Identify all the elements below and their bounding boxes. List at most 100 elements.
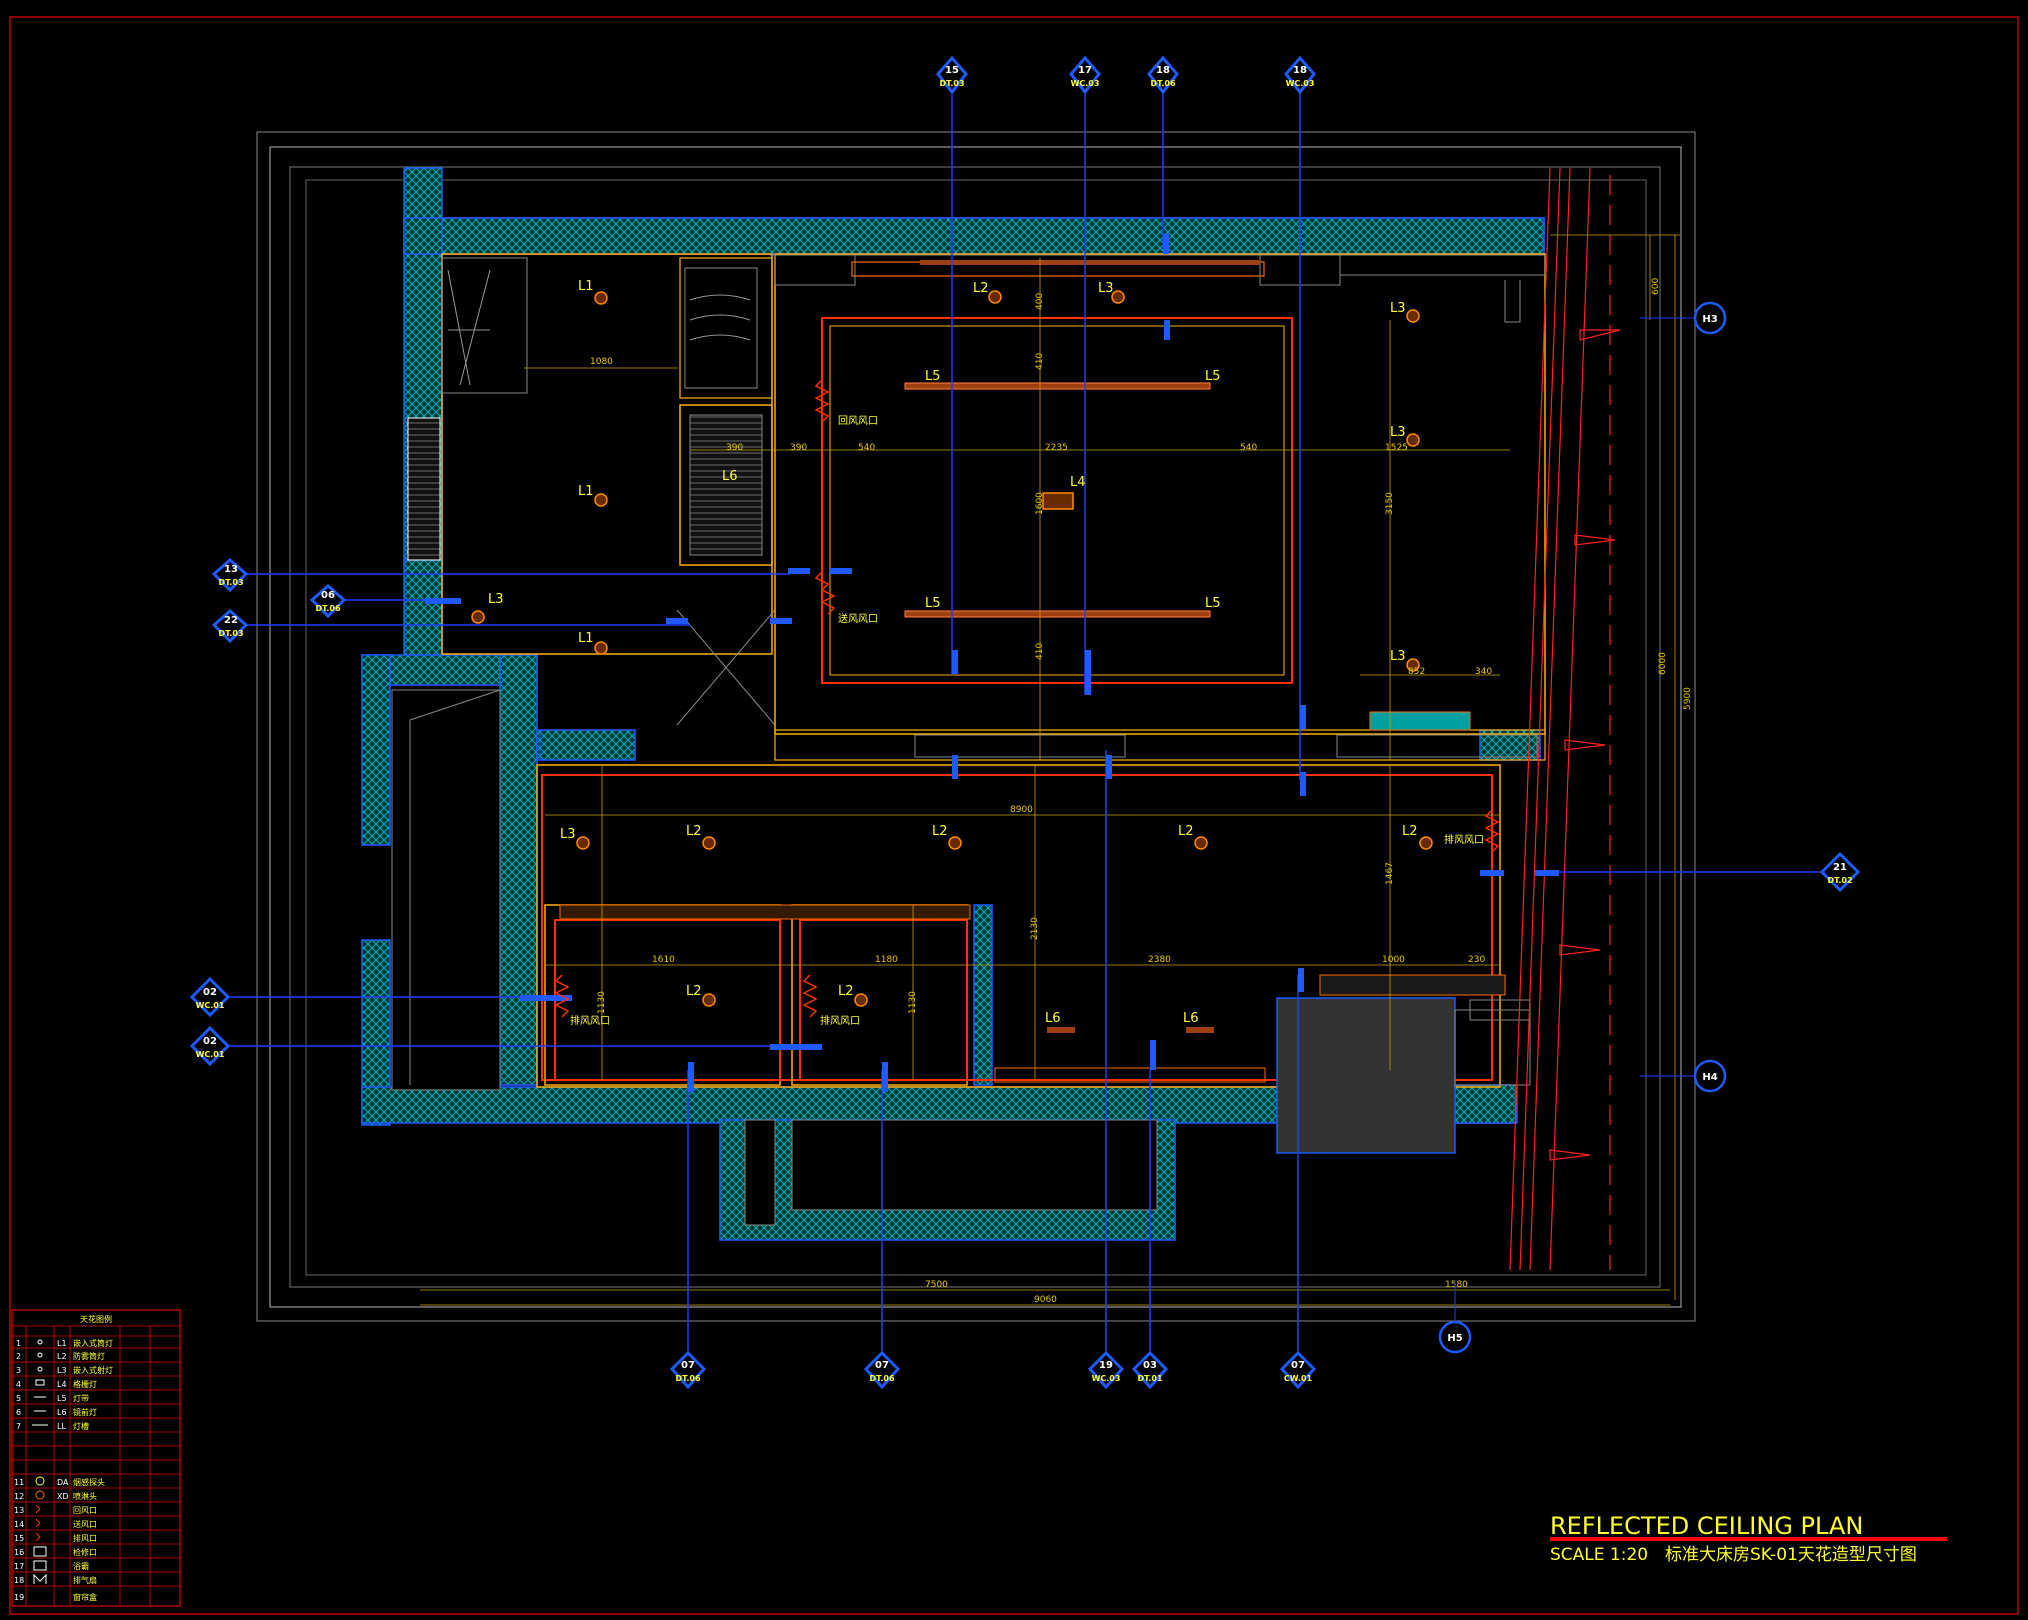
section-tag-bottom-4[interactable]: 03 DT.01 (1131, 1350, 1169, 1390)
legend-row-name: 烟感探头 (73, 1477, 105, 1487)
section-tag-bottom-3[interactable]: 19 WC.03 (1087, 1350, 1125, 1390)
walls (361, 167, 1545, 1241)
label-l2-e: L2 (1402, 824, 1418, 839)
legend-row-no: 13 (14, 1506, 24, 1515)
section-tag-left-5[interactable]: 02 WC.01 (189, 1025, 231, 1067)
section-tag-left-2[interactable]: 06 DT.06 (309, 584, 347, 619)
section-tag-left-4[interactable]: 02 WC.01 (189, 976, 231, 1018)
legend-row-no: 18 (14, 1576, 24, 1585)
legend-row-name: 防雾筒灯 (73, 1351, 105, 1361)
dim-410-b: 410 (1035, 643, 1045, 660)
section-tag-bottom-5[interactable]: 07 CW.01 (1279, 1350, 1317, 1390)
dim-540-b: 540 (1240, 443, 1257, 453)
tag-num: 22 (224, 615, 238, 626)
label-l5-a: L5 (925, 369, 941, 384)
tag-ref: DT.03 (218, 629, 243, 638)
grid-bubble-h4[interactable] (1693, 1059, 1727, 1093)
section-tag-right-1[interactable]: 21 DT.02 (1819, 851, 1861, 893)
label-l3-b: L3 (1390, 301, 1406, 316)
dim-540-a: 540 (858, 443, 875, 453)
legend-row-name: 回风口 (73, 1506, 97, 1515)
label-l6-c: L6 (1183, 1011, 1199, 1026)
section-tag-top-4[interactable]: 18 WC.03 (1284, 55, 1316, 95)
legend-row-no: 11 (14, 1478, 24, 1487)
legend-row-no: 12 (14, 1492, 24, 1501)
tag-ref: DT.03 (218, 578, 243, 587)
section-tag-left-1[interactable]: 13 DT.03 (211, 558, 249, 593)
label-l2-a: L2 (973, 281, 989, 296)
tag-ref: DT.06 (315, 604, 340, 613)
section-tag-left-3[interactable]: 22 DT.03 (211, 609, 249, 644)
legend-row-name: 浴霸 (73, 1561, 89, 1571)
tag-ref: DT.06 (1150, 79, 1175, 88)
dim-1467: 1467 (1385, 862, 1395, 885)
legend-row-no: 15 (14, 1534, 24, 1543)
legend-row-name: 嵌入式射灯 (73, 1365, 113, 1375)
legend-row-no: 14 (14, 1520, 24, 1529)
legend-row-name: 窗帘盒 (73, 1592, 97, 1602)
tag-ref: DT.01 (1137, 1374, 1162, 1383)
grid-bubble-label: H4 (1702, 1072, 1717, 1083)
label-l5-b: L5 (1205, 369, 1221, 384)
legend-row-name: 喷淋头 (73, 1491, 97, 1501)
section-tags-left: 13 DT.03 06 DT.06 22 DT.03 02 WC.01 02 W… (189, 558, 347, 1067)
tag-ref: WC.01 (196, 1050, 225, 1059)
dim-1600: 1600 (1035, 492, 1045, 515)
tag-ref: WC.03 (1286, 79, 1315, 88)
label-l2-c: L2 (932, 824, 948, 839)
tag-num: 02 (203, 987, 217, 998)
tag-num: 02 (203, 1036, 217, 1047)
legend-row-code: XD (57, 1492, 69, 1501)
legend-row-no: 17 (14, 1562, 24, 1571)
dim-5900: 5900 (1683, 687, 1693, 710)
l5-strip-lights (904, 260, 1260, 618)
section-tag-top-3[interactable]: 18 DT.06 (1147, 55, 1179, 95)
tag-num: 18 (1293, 65, 1307, 76)
dim-600: 600 (1651, 278, 1661, 295)
legend-row-code: DA (57, 1478, 69, 1487)
legend-row-no: 7 (16, 1422, 21, 1431)
dim-3150: 3150 (1385, 492, 1395, 515)
tag-num: 07 (1291, 1360, 1305, 1371)
section-tags-bottom: 07 DT.06 07 DT.06 19 WC.03 03 DT.01 07 C… (669, 1350, 1317, 1390)
room-outlines (441, 253, 1546, 1154)
exterior-window (1509, 167, 1621, 1271)
section-tag-bottom-1[interactable]: 07 DT.06 (669, 1350, 707, 1390)
grid-bubble-h3[interactable] (1693, 301, 1727, 335)
legend-row-name: 检修口 (73, 1547, 97, 1557)
legend-row-no: 19 (14, 1593, 24, 1602)
section-tag-top-2[interactable]: 17 WC.03 (1069, 55, 1101, 95)
legend-row-code: L5 (57, 1394, 67, 1403)
legend-row-no: 3 (16, 1366, 21, 1375)
label-l5-c: L5 (925, 596, 941, 611)
tag-num: 06 (321, 590, 335, 601)
legend-row-name: 排风口 (73, 1533, 97, 1543)
section-tag-bottom-2[interactable]: 07 DT.06 (863, 1350, 901, 1390)
tag-ref: WC.03 (1092, 1374, 1121, 1383)
drawing-title: REFLECTED CEILING PLAN (1550, 1512, 1863, 1540)
legend-table: 天花图例 (11, 1309, 181, 1607)
tag-num: 13 (224, 564, 238, 575)
note-exhaust-c: 排风风口 (820, 1014, 860, 1027)
tag-num: 21 (1833, 862, 1847, 873)
light-labels: L1 L1 L1 L2 L3 L3 L3 L3 L3 L3 L5 L5 L5 L… (488, 279, 1418, 1026)
legend-row-no: 2 (16, 1352, 21, 1361)
note-exhaust-a: 排风风口 (1444, 833, 1484, 846)
section-tag-top-1[interactable]: 15 DT.03 (936, 55, 968, 95)
dim-1130-b: 1130 (908, 991, 918, 1014)
dim-1180: 1180 (875, 955, 898, 965)
label-l2-g: L2 (838, 984, 854, 999)
tag-num: 03 (1143, 1360, 1157, 1371)
label-l3-e: L3 (488, 592, 504, 607)
legend-row-name: 排气扇 (73, 1575, 97, 1585)
dim-400: 400 (1035, 293, 1045, 310)
label-l4: L4 (1070, 475, 1086, 490)
note-supply-air: 送风风口 (838, 612, 878, 625)
grid-bubble-h5[interactable] (1438, 1320, 1472, 1354)
legend-row-name: 嵌入式筒灯 (73, 1338, 113, 1348)
dim-852: 852 (1408, 667, 1425, 677)
legend-row-no: 6 (16, 1408, 21, 1417)
tag-num: 19 (1099, 1360, 1113, 1371)
label-l6-b: L6 (1045, 1011, 1061, 1026)
tag-ref: CW.01 (1284, 1374, 1313, 1383)
